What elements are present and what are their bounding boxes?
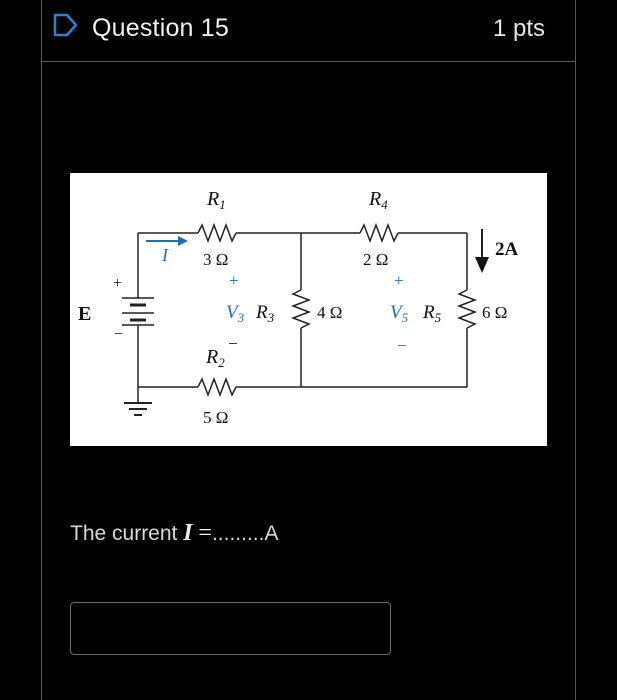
r4-sub: 4 — [381, 197, 388, 212]
prompt-prefix: The current — [70, 522, 184, 545]
svg-text:V3: V3 — [226, 302, 245, 325]
v5-sub: 5 — [402, 310, 409, 325]
question-panel — [41, 0, 576, 700]
svg-text:R5: R5 — [422, 302, 442, 325]
r3-sub: 3 — [267, 310, 275, 325]
r1-sub: 1 — [219, 197, 226, 212]
question-title: Question 15 — [92, 14, 230, 42]
answer-input[interactable] — [70, 602, 391, 655]
r2-sub: 2 — [218, 355, 225, 370]
r1-label: R — [206, 188, 219, 210]
circuit-figure: E + − I R1 3 Ω R4 2 Ω + V3 R3 4 Ω R2 − 5… — [70, 173, 547, 446]
v5-plus: + — [394, 271, 404, 290]
v3-label: V — [226, 302, 240, 323]
prompt-equals: = — [198, 520, 212, 546]
source-current-label: 2A — [495, 239, 519, 260]
r3-label: R — [255, 302, 268, 323]
v3-plus: + — [229, 271, 239, 290]
r5-label: R — [422, 302, 435, 323]
svg-text:R4: R4 — [368, 188, 388, 212]
svg-text:R1: R1 — [206, 188, 226, 212]
v3-minus: − — [228, 334, 238, 353]
r5-value: 6 Ω — [482, 303, 507, 322]
v5-minus: − — [397, 336, 407, 355]
svg-text:R3: R3 — [255, 302, 275, 325]
question-prompt: The current I =.........A — [70, 520, 278, 547]
question-header — [41, 0, 576, 62]
prompt-symbol: I — [183, 520, 193, 546]
source-label: E — [78, 303, 91, 325]
r5-sub: 5 — [435, 310, 442, 325]
r4-label: R — [368, 188, 381, 210]
r1-value: 3 Ω — [203, 250, 228, 269]
r2-label: R — [205, 346, 218, 368]
v5-label: V — [390, 302, 404, 323]
source-minus: − — [114, 326, 123, 343]
svg-text:V5: V5 — [390, 302, 409, 325]
prompt-suffix: .........A — [211, 522, 279, 545]
circuit-diagram: E + − I R1 3 Ω R4 2 Ω + V3 R3 4 Ω R2 − 5… — [78, 188, 519, 427]
r3-value: 4 Ω — [317, 303, 342, 322]
r4-value: 2 Ω — [363, 250, 388, 269]
v3-sub: 3 — [237, 310, 245, 325]
bookmark-flag-icon[interactable] — [53, 13, 79, 37]
current-label: I — [161, 245, 169, 265]
question-points: 1 pts — [492, 15, 545, 42]
source-plus: + — [113, 275, 122, 292]
svg-text:R2: R2 — [205, 346, 225, 370]
r2-value: 5 Ω — [203, 408, 228, 427]
